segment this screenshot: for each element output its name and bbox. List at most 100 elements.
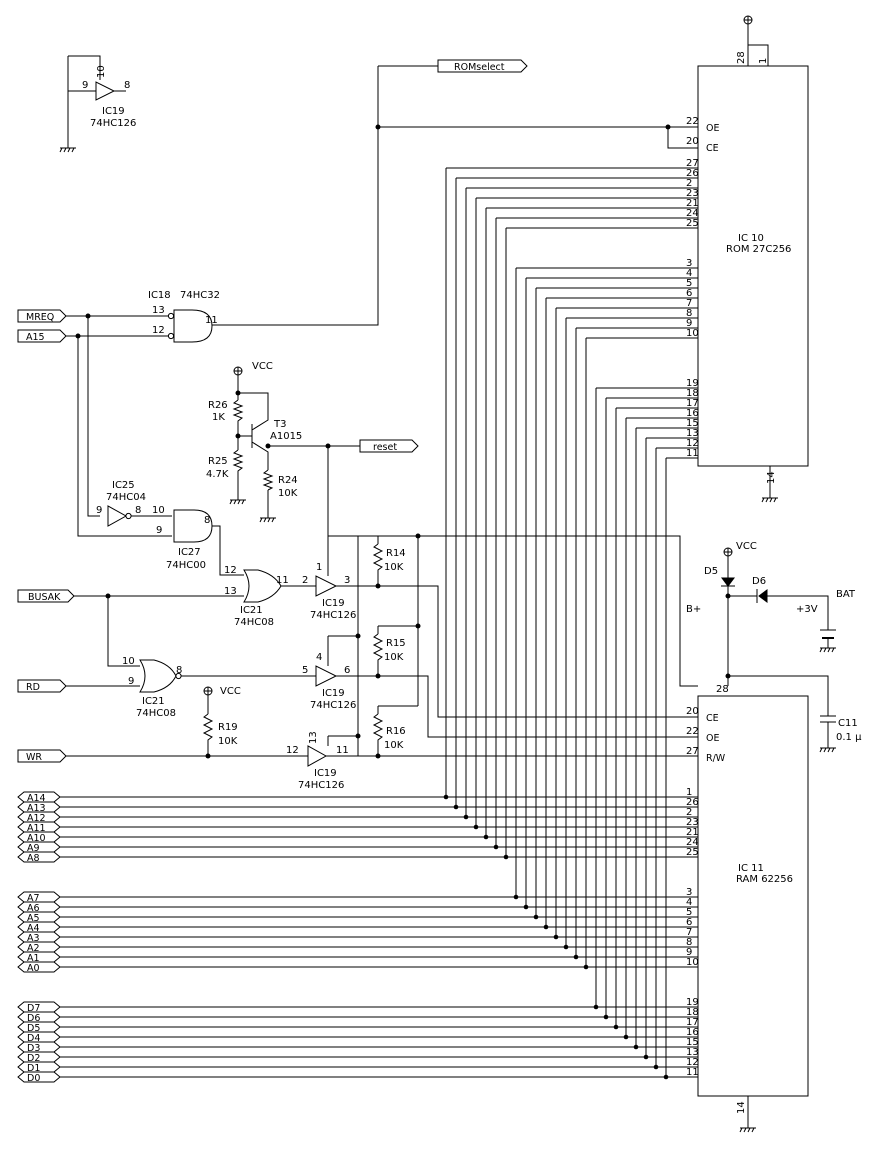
resistor-r16 — [372, 713, 384, 744]
ic21a-part: 74HC08 — [234, 617, 274, 628]
svg-text:8: 8 — [204, 515, 210, 526]
ram-pin-number: 12 — [686, 1057, 699, 1068]
ic11-gnd-pin: 14 — [736, 1101, 747, 1114]
ic18-or-gate — [173, 309, 213, 343]
rom-pin-number: 11 — [686, 448, 699, 459]
bus-junctions — [443, 794, 669, 1080]
bplus-label: B+ — [686, 604, 701, 615]
rom-pin-number: 16 — [686, 408, 699, 419]
bus-port-label: A1 — [27, 953, 40, 964]
svg-text:12: 12 — [152, 325, 165, 336]
ic19b-buffer — [315, 575, 338, 597]
ic19c-part: 74HC126 — [310, 700, 356, 711]
svg-text:6: 6 — [344, 665, 350, 676]
ic10-oe: OE — [706, 123, 719, 134]
svg-text:9: 9 — [156, 525, 162, 536]
junction-dot — [633, 1044, 639, 1050]
diode-d6 — [758, 589, 768, 603]
svg-text:13: 13 — [152, 305, 165, 316]
vcc-label-t3: VCC — [252, 361, 273, 372]
rom-pin-number: 19 — [686, 378, 699, 389]
junction-dot — [443, 794, 449, 800]
ram-pin-number: 1 — [686, 787, 692, 798]
ic11-rw: R/W — [706, 753, 726, 764]
ic21a-ref: IC21 — [240, 605, 263, 616]
r15-value: 10K — [384, 652, 404, 663]
wr-label: WR — [26, 752, 42, 763]
diode-d5 — [721, 577, 735, 587]
resistor-r24 — [262, 469, 274, 491]
bat-value: +3V — [796, 604, 818, 615]
diodes-caps — [721, 577, 836, 723]
resistors — [202, 399, 384, 744]
ic18-ref: IC18 — [148, 290, 171, 301]
ic18-part: 74HC32 — [180, 290, 220, 301]
c11-ref: C11 — [838, 718, 858, 729]
mreq-label: MREQ — [26, 312, 54, 323]
junction-dot — [463, 814, 469, 820]
ic10-ref: IC 10 — [738, 233, 764, 244]
ic21b-ref: IC21 — [142, 696, 165, 707]
ram-pin-number: 19 — [686, 997, 699, 1008]
ram-pin-number: 24 — [686, 837, 699, 848]
ic10-oe-pin: 22 — [686, 116, 699, 127]
vcc-symbols — [203, 15, 753, 696]
ram-pin-number: 10 — [686, 957, 699, 968]
rom-pin-number: 6 — [686, 288, 692, 299]
bus-port-label: A4 — [27, 923, 40, 934]
signal-ports — [17, 59, 528, 763]
labels: ROMselect reset MREQ A15 BUSAK RD WR IC … — [26, 51, 862, 1114]
ic19a-buffer — [95, 81, 116, 101]
r26-ref: R26 — [208, 400, 228, 411]
reset-label: reset — [373, 442, 397, 453]
svg-text:12: 12 — [224, 565, 237, 576]
bus-ports — [17, 791, 61, 1083]
junction-dot — [503, 854, 509, 860]
t3-ref: T3 — [273, 419, 286, 430]
bus-port-label: D3 — [27, 1043, 40, 1054]
ram-pin-number: 3 — [686, 887, 692, 898]
junction-dot — [603, 1014, 609, 1020]
port-a15 — [17, 329, 67, 343]
rom-pin-number: 12 — [686, 438, 699, 449]
bus-port-label: D4 — [27, 1033, 40, 1044]
port-rd — [17, 679, 67, 693]
rom-pin-number: 9 — [686, 318, 692, 329]
ic11-ce: CE — [706, 713, 719, 724]
r25-ref: R25 — [208, 456, 228, 467]
junction-dot — [653, 1064, 659, 1070]
ic11-ref: IC 11 — [738, 863, 764, 874]
rom-pin-number: 2 — [686, 178, 692, 189]
svg-text:11: 11 — [205, 315, 218, 326]
ram-pin-number: 13 — [686, 1047, 699, 1058]
ic10-a-pin: 1 — [758, 58, 769, 64]
bus-port-label: D5 — [27, 1023, 40, 1034]
svg-text:13: 13 — [224, 586, 237, 597]
ic10-vcc-pin: 28 — [736, 51, 747, 64]
port-reset — [359, 439, 419, 453]
svg-text:13: 13 — [308, 731, 319, 744]
ic19b-ref: IC19 — [322, 598, 345, 609]
junction-dot — [583, 964, 589, 970]
resistor-r14 — [372, 543, 384, 574]
svg-text:10: 10 — [96, 65, 107, 78]
junction-dot — [663, 1074, 669, 1080]
svg-text:8: 8 — [124, 80, 130, 91]
bus-port-label: A9 — [27, 843, 40, 854]
svg-text:4: 4 — [316, 652, 322, 663]
r16-value: 10K — [384, 740, 404, 751]
ram-pin-number: 7 — [686, 927, 692, 938]
bus-port-label: D6 — [27, 1013, 40, 1024]
ic25-ref: IC25 — [112, 480, 135, 491]
svg-text:8: 8 — [135, 505, 141, 516]
ic10-ce: CE — [706, 143, 719, 154]
ic11-rw-pin: 27 — [686, 746, 699, 757]
bus-port-label: A11 — [27, 823, 46, 834]
ic21b-part: 74HC08 — [136, 708, 176, 719]
rom-pin-number: 15 — [686, 418, 699, 429]
bus-port-label: A5 — [27, 913, 40, 924]
ic25-part: 74HC04 — [106, 492, 146, 503]
rom-pin-number: 7 — [686, 298, 692, 309]
rd-label: RD — [26, 682, 40, 693]
ic10-part: ROM 27C256 — [726, 244, 791, 255]
